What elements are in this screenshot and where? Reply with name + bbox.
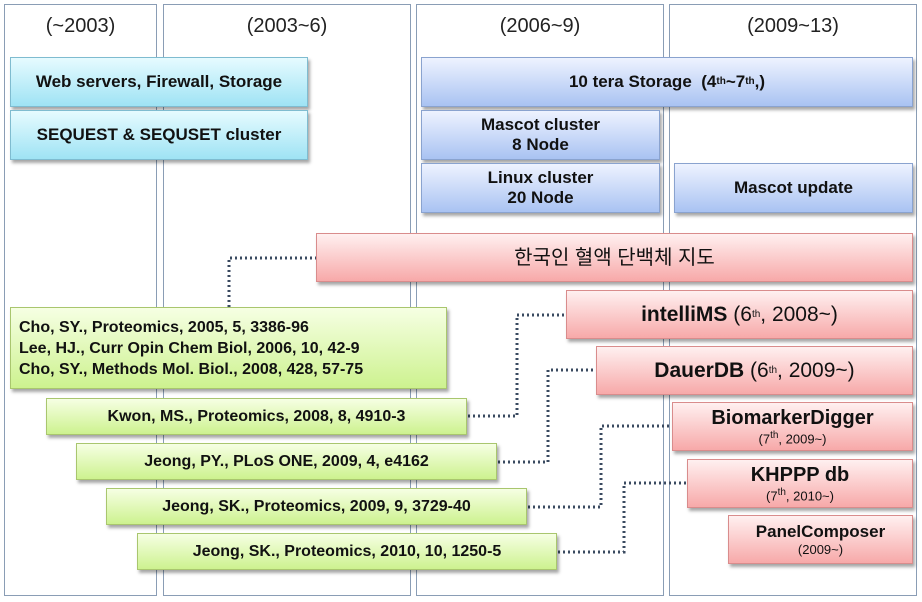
reference-kwon-box: Kwon, MS., Proteomics, 2008, 8, 4910-3 (46, 398, 467, 435)
reference-jeong-sk-2010: Jeong, SK., Proteomics, 2010, 10, 1250-5 (192, 542, 502, 560)
connector-intellims (468, 313, 566, 418)
connector-khppp (558, 481, 687, 554)
reference-group-box: Cho, SY., Proteomics, 2005, 5, 3386-96 L… (10, 307, 447, 389)
connector-dauerdb (498, 368, 596, 464)
korean-blood-proteome-map-label: 한국인 혈액 단백체 지도 (514, 246, 715, 269)
biomarkerdigger-name: BiomarkerDigger (711, 407, 874, 430)
column-header: (~2003) (45, 15, 116, 37)
khppp-db-box: KHPPP db (7th, 2010~) (687, 459, 913, 508)
panelcomposer-box: PanelComposer (2009~) (728, 515, 913, 564)
biomarker-sup: th (770, 430, 779, 442)
intellims-name: intelliMS (641, 302, 728, 326)
khppp-post: , 2010~) (785, 488, 834, 504)
biomarkerdigger-year: (7th, 2009~) (759, 430, 827, 447)
linux-cluster-line1: Linux cluster (487, 167, 594, 187)
storage-sup-1: th (716, 76, 726, 87)
connector-korean-map (227, 256, 316, 307)
biomarker-pre: (7 (758, 431, 771, 447)
reference-cho-2005: Cho, SY., Proteomics, 2005, 5, 3386-96 (19, 318, 309, 336)
mascot-update-box: Mascot update (674, 163, 913, 213)
storage-tail: ,) (754, 71, 766, 91)
reference-jeong-py: Jeong, PY., PLoS ONE, 2009, 4, e4162 (144, 452, 429, 470)
intellims-post: , 2008~) (760, 302, 838, 326)
reference-kwon: Kwon, MS., Proteomics, 2008, 8, 4910-3 (107, 407, 406, 425)
reference-jeong-py-box: Jeong, PY., PLoS ONE, 2009, 4, e4162 (76, 443, 497, 480)
panelcomposer-year: (2009~) (797, 541, 844, 557)
web-servers-box: Web servers, Firewall, Storage (10, 57, 308, 107)
storage-4th: 4 (706, 71, 717, 91)
storage-label: 10 tera Storage (568, 71, 692, 91)
dauerdb-sup: th (768, 364, 778, 376)
reference-jeong-sk-2009: Jeong, SK., Proteomics, 2009, 9, 3729-40 (162, 497, 471, 515)
khppp-pre: (7 (766, 488, 778, 504)
dauerdb-name: DauerDB (654, 358, 745, 382)
column-header: (2003~6) (246, 15, 328, 37)
mascot-cluster-line1: Mascot cluster (480, 114, 601, 134)
biomarker-post: , 2009~) (778, 431, 827, 447)
reference-lee-2006: Lee, HJ., Curr Opin Chem Biol, 2006, 10,… (19, 339, 360, 357)
web-servers-label: Web servers, Firewall, Storage (35, 71, 283, 91)
connector-biomarker (528, 424, 672, 509)
sequest-cluster-box: SEQUEST & SEQUSET cluster (10, 110, 308, 160)
dauerdb-pre: (6 (750, 358, 769, 382)
reference-jeong-sk-2010-box: Jeong, SK., Proteomics, 2010, 10, 1250-5 (137, 533, 557, 570)
mascot-cluster-line2: 8 Node (512, 135, 569, 154)
column-header: (2009~13) (747, 15, 839, 37)
reference-jeong-sk-2009-box: Jeong, SK., Proteomics, 2009, 9, 3729-40 (106, 488, 527, 525)
reference-cho-2008: Cho, SY., Methods Mol. Biol., 2008, 428,… (19, 360, 364, 378)
linux-cluster-line2: 20 Node (507, 188, 574, 207)
khppp-db-name: KHPPP db (750, 464, 850, 487)
mascot-update-label: Mascot update (733, 177, 854, 197)
intellims-pre: (6 (733, 302, 752, 326)
khppp-db-year: (7th, 2010~) (766, 487, 834, 504)
storage-sup-2: th (745, 76, 755, 87)
storage-open: ( (701, 71, 707, 91)
mascot-cluster-box: Mascot cluster 8 Node (421, 110, 660, 160)
panelcomposer-name: PanelComposer (755, 521, 886, 541)
intellims-sup: th (751, 308, 761, 320)
dauerdb-post: , 2009~) (777, 358, 855, 382)
storage-tilde: ~7 (725, 71, 746, 91)
linux-cluster-box: Linux cluster 20 Node (421, 163, 660, 213)
biomarkerdigger-box: BiomarkerDigger (7th, 2009~) (672, 402, 913, 451)
column-header: (2006~9) (499, 15, 581, 37)
korean-blood-proteome-map-box: 한국인 혈액 단백체 지도 (316, 233, 913, 282)
khppp-sup: th (777, 487, 786, 499)
sequest-cluster-label: SEQUEST & SEQUSET cluster (36, 124, 282, 144)
storage-gap (692, 72, 701, 92)
